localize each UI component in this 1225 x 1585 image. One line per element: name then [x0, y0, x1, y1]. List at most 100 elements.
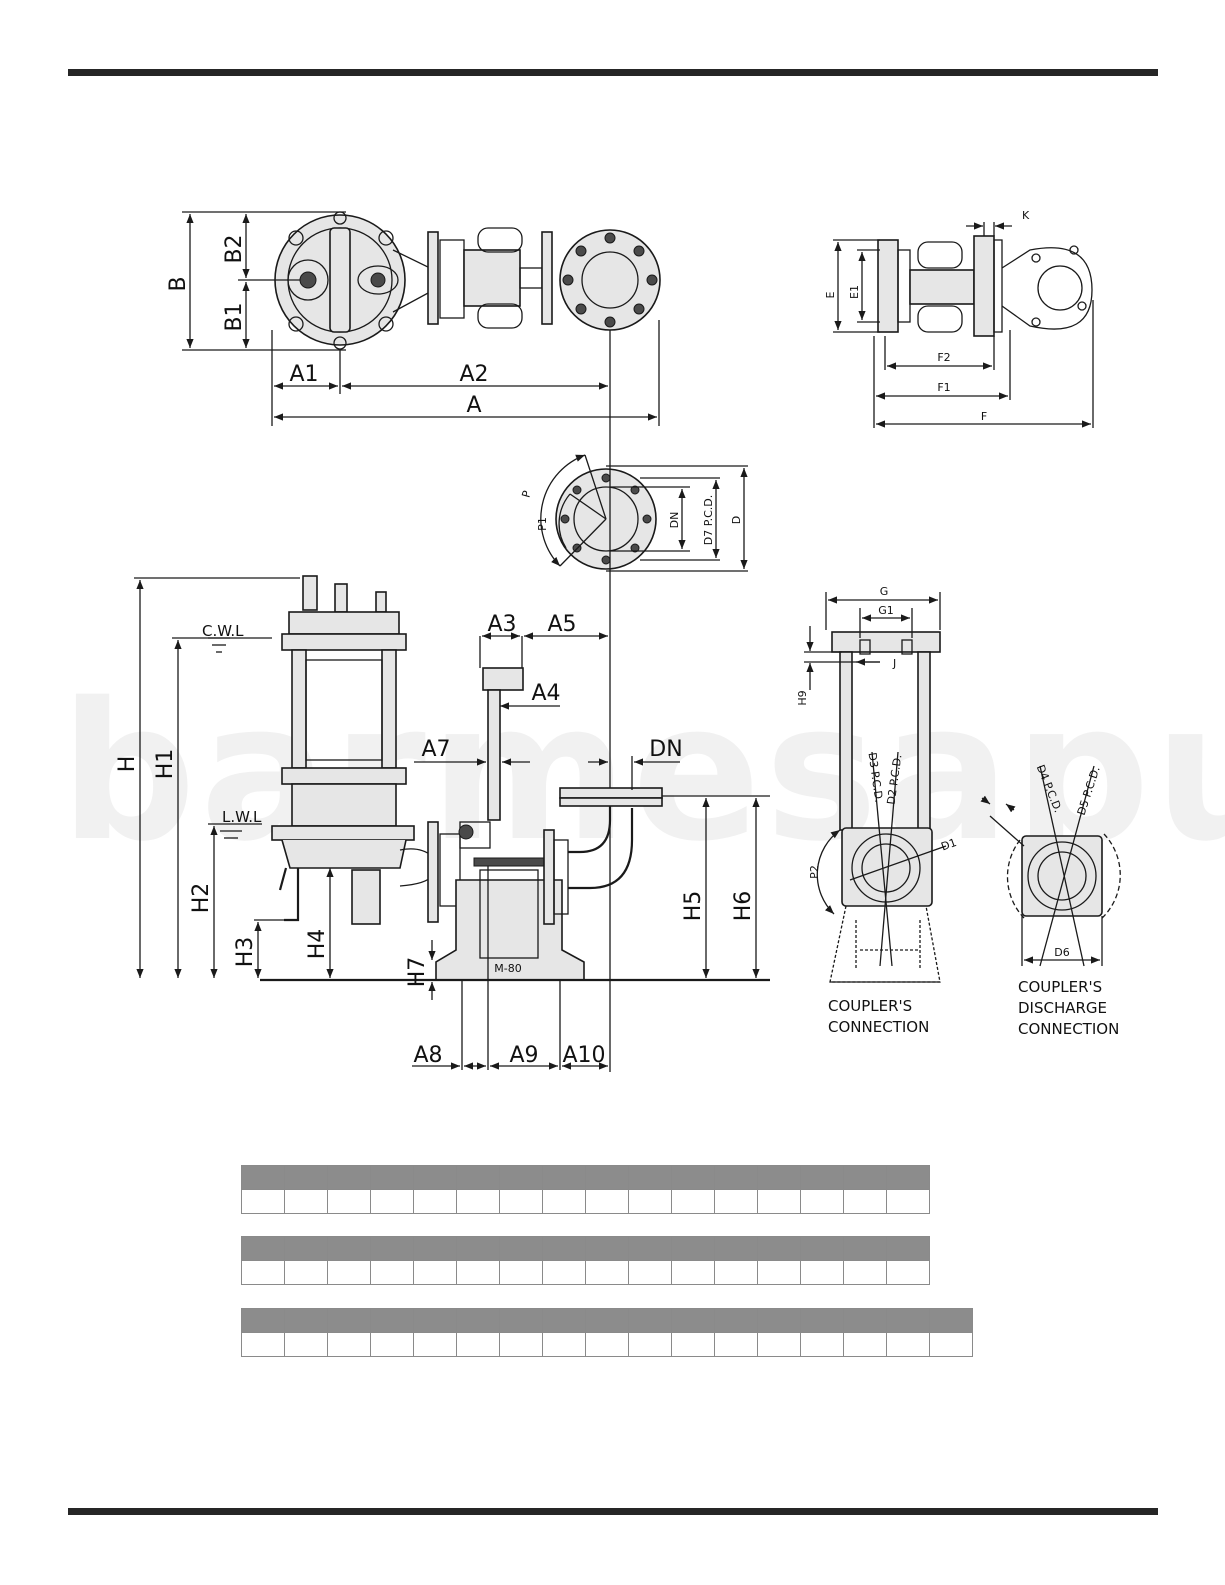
table-header-cell	[284, 1165, 328, 1190]
table-header-cell	[757, 1165, 801, 1190]
coupler-top-view	[877, 235, 1093, 337]
table-cell	[886, 1260, 930, 1285]
table-cell	[843, 1189, 887, 1214]
table-header-cell	[284, 1236, 328, 1261]
table-cell	[284, 1260, 328, 1285]
table-cell	[628, 1260, 672, 1285]
dim-b-label: B	[166, 276, 191, 291]
table-header-cell	[886, 1165, 930, 1190]
coupler-connection-caption-1: COUPLER'S	[828, 997, 912, 1015]
table-header-cell	[671, 1236, 715, 1261]
dimension-table-1	[241, 1165, 930, 1214]
table-header-cell	[585, 1308, 629, 1333]
dimension-table-2	[241, 1236, 930, 1285]
table-header-cell	[757, 1236, 801, 1261]
table-header-cell	[413, 1308, 457, 1333]
table-cell	[241, 1332, 285, 1357]
table-row	[241, 1332, 973, 1357]
table-header-row	[241, 1308, 973, 1333]
dim-a9-label: A9	[509, 1043, 538, 1068]
dim-dn-flange-label: DN	[668, 512, 681, 529]
table-header-cell	[413, 1165, 457, 1190]
table-header-cell	[714, 1308, 758, 1333]
table-header-cell	[929, 1308, 973, 1333]
table-cell	[843, 1260, 887, 1285]
table-header-cell	[585, 1236, 629, 1261]
table-cell	[757, 1260, 801, 1285]
dim-e-label: E	[824, 291, 837, 298]
table-header-cell	[284, 1308, 328, 1333]
pump-side-view	[260, 575, 770, 982]
table-header-cell	[886, 1308, 930, 1333]
table-cell	[671, 1260, 715, 1285]
table-header-cell	[327, 1236, 371, 1261]
dim-h6-label: H6	[731, 891, 756, 922]
dim-p2-label: P2	[808, 865, 821, 879]
dim-d1-label: D1	[939, 836, 958, 854]
table-header-cell	[800, 1308, 844, 1333]
table-header-cell	[671, 1165, 715, 1190]
dim-j-label: J	[892, 657, 896, 670]
discharge-caption-2: DISCHARGE	[1018, 999, 1107, 1017]
table-cell	[327, 1332, 371, 1357]
table-cell	[585, 1260, 629, 1285]
table-cell	[886, 1189, 930, 1214]
dim-p-label: P	[519, 489, 533, 499]
table-cell	[800, 1332, 844, 1357]
dim-b2-label: B2	[222, 234, 247, 263]
table-header-cell	[800, 1165, 844, 1190]
cwl-label: C.W.L	[202, 622, 244, 640]
dim-d6-label: D6	[1054, 946, 1069, 959]
dim-a-label: A	[466, 393, 481, 418]
table-cell	[327, 1189, 371, 1214]
dim-h2-label: H2	[189, 883, 214, 914]
dim-b1-label: B1	[222, 302, 247, 331]
table-header-cell	[714, 1236, 758, 1261]
dim-h-label: H	[115, 756, 140, 773]
table-header-row	[241, 1236, 930, 1261]
dim-h4-label: H4	[305, 929, 330, 960]
table-header-cell	[542, 1308, 586, 1333]
table-header-cell	[241, 1308, 285, 1333]
dim-h7-label: H7	[405, 957, 430, 988]
dim-g-label: G	[880, 585, 889, 598]
table-cell	[714, 1260, 758, 1285]
top-rule	[68, 69, 1158, 76]
coupler-connection-caption-2: CONNECTION	[828, 1018, 929, 1036]
table-header-cell	[628, 1308, 672, 1333]
table-header-cell	[241, 1236, 285, 1261]
lwl-label: L.W.L	[222, 808, 262, 826]
table-cell	[370, 1260, 414, 1285]
table-cell	[327, 1260, 371, 1285]
table-cell	[413, 1332, 457, 1357]
side-view-dimensions	[134, 577, 770, 1070]
table-header-cell	[628, 1165, 672, 1190]
bottom-rule	[68, 1508, 1158, 1515]
table-header-cell	[628, 1236, 672, 1261]
dim-e1-label: E1	[848, 285, 861, 299]
table-cell	[370, 1332, 414, 1357]
flange-detail	[540, 454, 748, 572]
table-cell	[542, 1332, 586, 1357]
dim-a4-label: A4	[531, 681, 560, 706]
table-cell	[413, 1260, 457, 1285]
coupler-discharge-view	[980, 765, 1121, 967]
table-header-cell	[370, 1236, 414, 1261]
coupler-connection-view	[804, 592, 947, 983]
table-cell	[241, 1189, 285, 1214]
dim-a2-label: A2	[459, 362, 488, 387]
dim-a8-label: A8	[413, 1043, 442, 1068]
table-header-cell	[843, 1308, 887, 1333]
table-header-cell	[370, 1308, 414, 1333]
table-cell	[671, 1332, 715, 1357]
pump-model-mark: M-80	[494, 962, 521, 975]
dim-f2-label: F2	[937, 351, 950, 364]
dim-k-label: K	[1022, 209, 1030, 222]
table-row	[241, 1260, 930, 1285]
table-cell	[241, 1260, 285, 1285]
discharge-caption-1: COUPLER'S	[1018, 978, 1102, 996]
pump-top-view	[274, 211, 661, 350]
table-header-cell	[843, 1236, 887, 1261]
table-header-cell	[456, 1236, 500, 1261]
dim-dn-label: DN	[649, 737, 682, 762]
